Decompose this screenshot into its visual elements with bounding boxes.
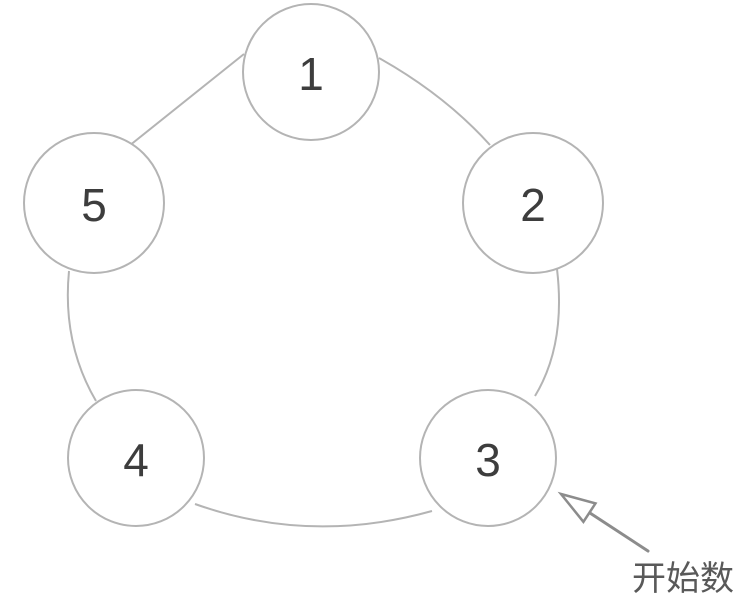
node-1-label: 1 [298,48,324,100]
node-2-circle[interactable] [462,132,604,274]
node-5-label: 5 [81,179,107,231]
ring-connections [66,53,560,528]
node-2[interactable]: 2 [462,132,604,274]
node-4-circle[interactable] [67,389,205,527]
node-1-circle[interactable] [242,3,380,141]
arrow-shaft-line [582,507,650,553]
node-4-label: 4 [123,434,149,486]
connection-arc-5-to-1 [128,53,245,147]
node-1[interactable]: 1 [242,3,380,141]
node-2-label: 2 [520,179,546,231]
node-4[interactable]: 4 [67,389,205,527]
node-3-circle[interactable] [419,389,557,527]
node-3-label: 3 [475,434,501,486]
node-5[interactable]: 5 [23,132,165,274]
arrow-head-icon [557,491,598,524]
node-3[interactable]: 3 [419,389,557,527]
connection-arc-1-to-2 [378,57,491,146]
connection-arc-3-to-4 [194,503,433,528]
connection-arc-4-to-5 [66,270,97,402]
start-pointer-label: 开始数 [632,559,734,599]
connection-arc-2-to-3 [534,268,560,397]
start-pointer-annotation: 开始数 [557,491,734,599]
node-5-circle[interactable] [23,132,165,274]
